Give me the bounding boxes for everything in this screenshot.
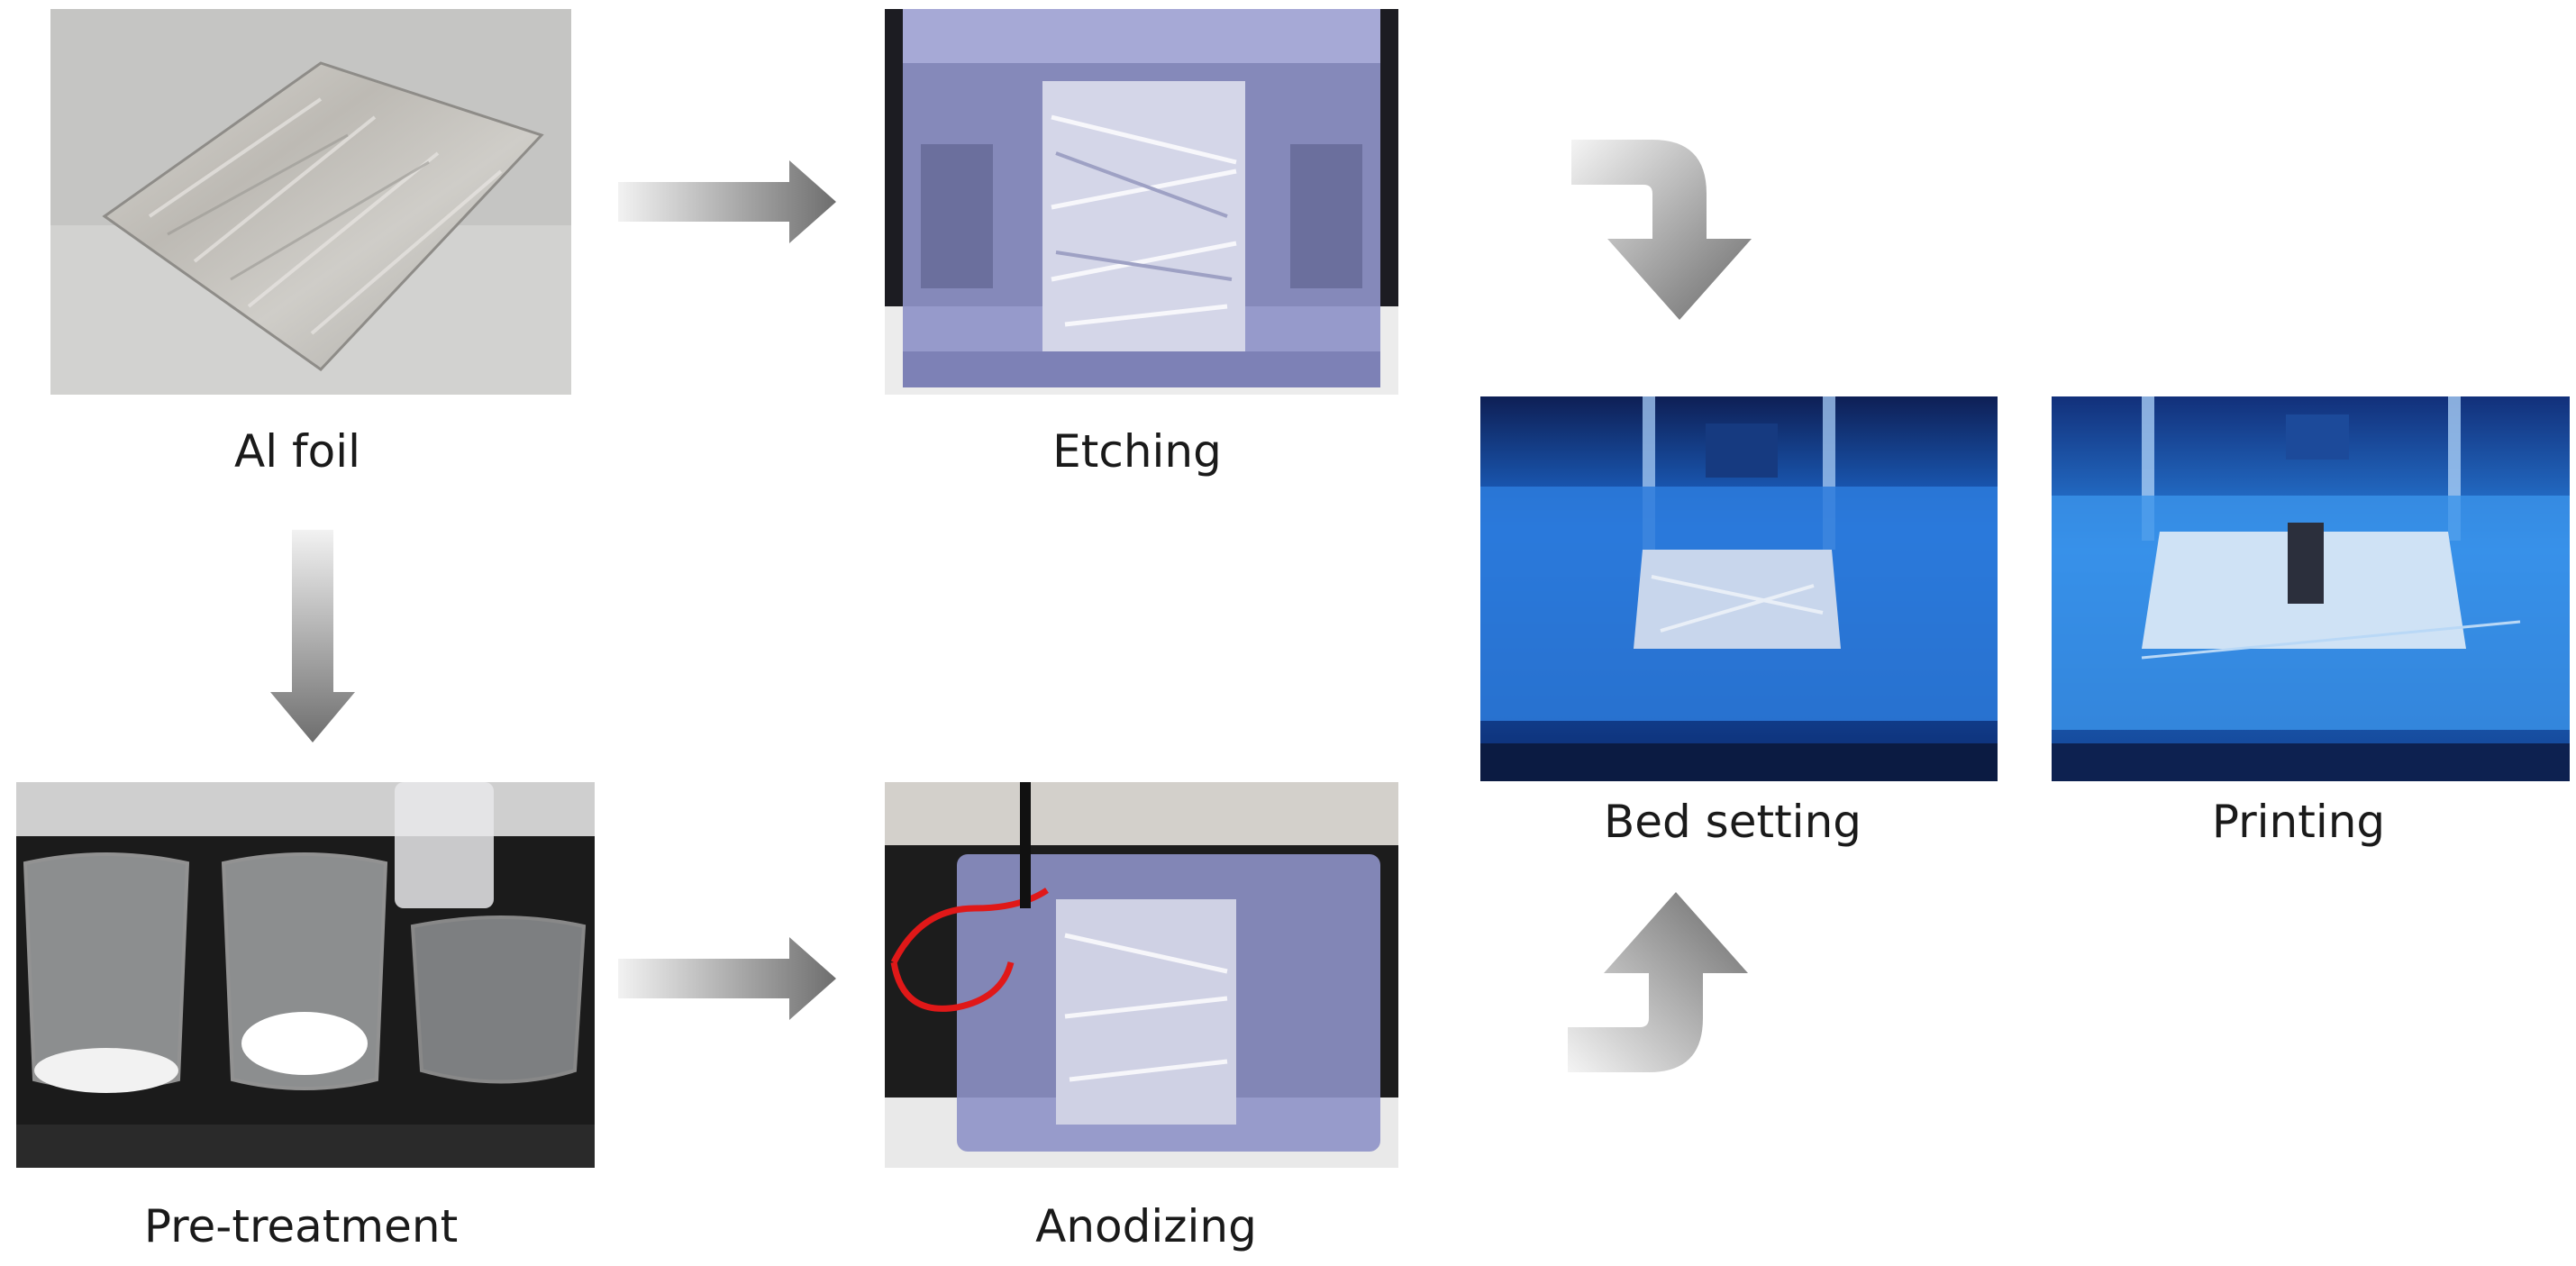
anodizing-caption: Anodizing: [1035, 1200, 1257, 1252]
bed-setting-photo: [1480, 396, 1998, 781]
arrow-to-pretreatment: [270, 530, 355, 742]
printing-photo: [2052, 396, 2570, 781]
arrow-to-anodizing: [618, 937, 836, 1020]
bed-setting-caption: Bed setting: [1603, 796, 1862, 848]
arrow-to-etching: [618, 160, 836, 243]
al-foil-photo: [50, 9, 571, 395]
arrow-anodizing-to-bed: [1568, 892, 1748, 1072]
arrow-etching-to-bed: [1571, 140, 1752, 320]
etching-photo: [885, 9, 1398, 395]
etching-caption: Etching: [1052, 425, 1222, 478]
pre-treatment-caption: Pre-treatment: [143, 1200, 459, 1252]
pre-treatment-photo: [16, 782, 595, 1168]
al-foil-caption: Al foil: [234, 425, 360, 478]
printing-caption: Printing: [2211, 796, 2386, 848]
anodizing-photo: [885, 782, 1398, 1168]
